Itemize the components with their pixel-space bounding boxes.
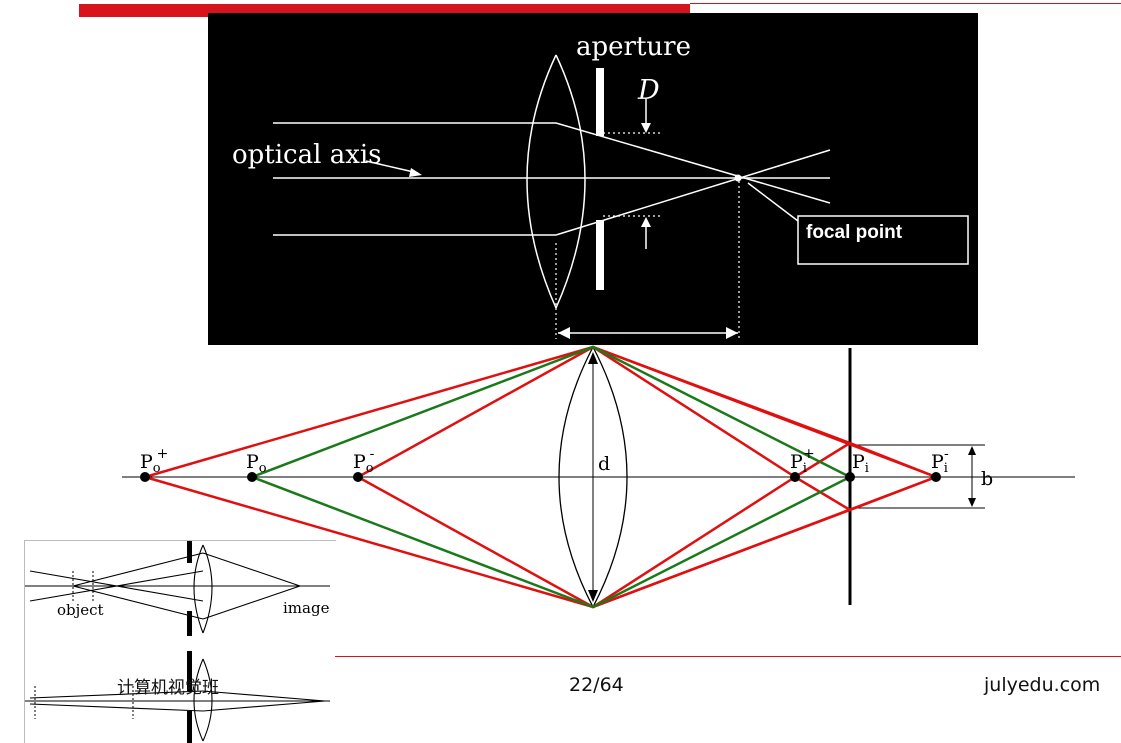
point-pi: [845, 472, 855, 482]
thumb-ray-5: [202, 552, 301, 587]
footer-divider-line: [335, 656, 1121, 657]
focal-point-box: [797, 215, 969, 265]
label-pi: Pi: [852, 451, 869, 476]
footer-course-name: 计算机视觉班: [117, 678, 219, 698]
focal-point-pointer: [747, 182, 799, 222]
thumb-ray-8: [29, 703, 204, 712]
lens-left-surface: [526, 54, 557, 309]
ray-red-cross-bottom: [794, 475, 851, 512]
aperture-bar-bottom: [596, 220, 604, 290]
point-pi-minus: [931, 472, 941, 482]
d-arrow-top: [588, 352, 598, 364]
thumb-ray-10: [202, 700, 326, 712]
label-pi-minus: Pi-: [931, 446, 949, 476]
thumb-lens-top-left: [193, 544, 204, 634]
b-arrow-top: [968, 446, 976, 455]
aperture-label: aperture: [576, 32, 691, 62]
lens-left-surface: [558, 346, 594, 608]
depth-of-field-diagram: Po+ Po Po- Pi+ Pi Pi- d b: [122, 345, 1075, 609]
label-d: d: [598, 453, 610, 475]
optical-axis-label: optical axis: [232, 140, 382, 170]
lens-right-surface: [555, 54, 586, 309]
thumb-ray-2: [29, 570, 204, 602]
focal-point-dot: [734, 174, 742, 182]
optical-axis-arrowhead: [409, 168, 422, 177]
thumb-ray-7: [29, 690, 204, 699]
d-arrowhead-bottom: [641, 217, 651, 227]
ray-red-top-plane: [592, 345, 851, 445]
thumb-ray-4: [72, 585, 204, 620]
label-po: Po: [246, 451, 267, 476]
footer-page-number: 22/64: [569, 674, 624, 696]
d-label: D: [637, 75, 660, 106]
point-pi-plus: [790, 472, 800, 482]
ray-top-out: [555, 122, 831, 204]
thumb-object-label: object: [57, 601, 104, 619]
point-po: [247, 472, 257, 482]
label-po-minus: Po-: [353, 446, 375, 476]
thumb-aperture-top-1: [187, 541, 192, 563]
d-arrow-bottom: [588, 590, 598, 602]
point-po-minus: [353, 472, 363, 482]
thumb-lens-bottom-left: [193, 658, 204, 742]
footer-site-link[interactable]: julyedu.com: [984, 674, 1101, 696]
thumb-aperture-bottom-1: [187, 611, 192, 636]
optical-axis-pointer: [365, 160, 419, 174]
ray-red-pi-minus-top: [849, 441, 937, 479]
thumb-image-label: image: [283, 599, 330, 617]
header-divider-line: [690, 3, 1121, 4]
thumb-lens-bottom-right: [202, 658, 213, 742]
point-po-plus: [140, 472, 150, 482]
aperture-bar-top: [596, 68, 604, 136]
label-b: b: [981, 468, 993, 490]
label-pi-plus: Pi+: [790, 446, 815, 476]
thumb-aperture-bottom-2: [187, 711, 192, 743]
ray-red-cross-top: [794, 441, 851, 479]
ray-red-pi-minus-bottom: [849, 475, 937, 512]
thumb-lens-top-right: [202, 544, 213, 634]
thumbnail-diagram: object image: [24, 540, 336, 743]
b-arrow-bottom: [968, 498, 976, 507]
focal-point-label: focal point: [806, 222, 903, 243]
thumb-ray-3: [72, 552, 204, 587]
label-po-plus: Po+: [140, 446, 168, 476]
ray-red-bottom-plane: [592, 508, 851, 609]
d-arrowhead-top: [641, 123, 651, 133]
lens-right-surface: [592, 346, 628, 608]
aperture-diagram: aperture D optical axis focal point: [208, 13, 978, 345]
thumb-ray-9: [202, 690, 326, 702]
thumb-aperture-top-2: [187, 651, 192, 691]
thumb-ray-6: [202, 585, 301, 620]
